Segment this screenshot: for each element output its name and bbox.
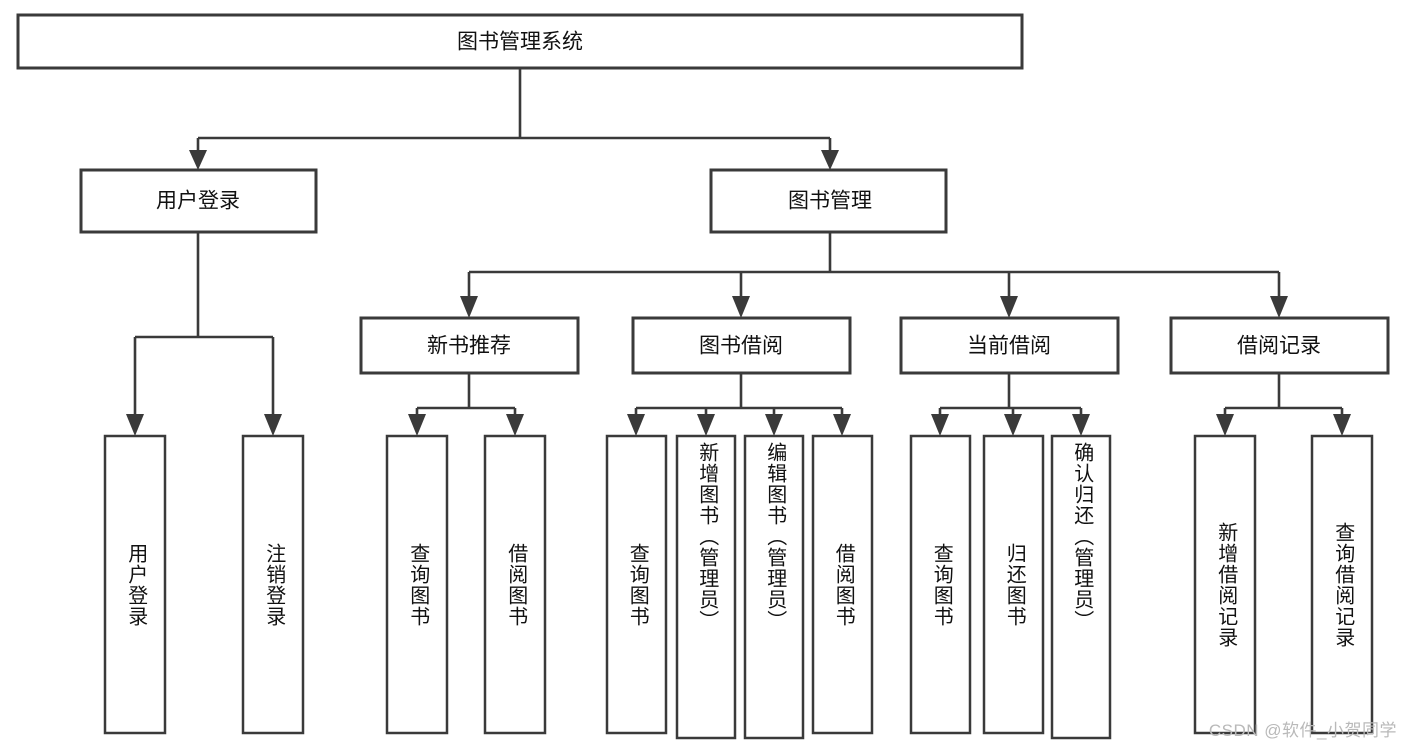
arrowhead-book-management [821, 150, 839, 170]
arrowhead-user-login [189, 150, 207, 170]
node-leaf-add-book-box[interactable] [675, 434, 737, 740]
arrowhead-leaf-query-book-2 [627, 414, 645, 436]
node-leaf-logout-box[interactable] [241, 434, 305, 735]
node-leaf-user-login-box[interactable] [103, 434, 167, 735]
node-book-borrow-box [631, 316, 852, 375]
node-leaf-query-book-3-box[interactable] [909, 434, 972, 735]
node-book-management-box [709, 168, 948, 234]
arrowhead-book-borrow [732, 296, 750, 318]
arrowhead-leaf-query-record [1333, 414, 1351, 436]
node-leaf-edit-book-box[interactable] [743, 434, 805, 740]
arrowhead-leaf-confirm-return [1072, 414, 1090, 436]
node-user-login[interactable]: 用户登录 [79, 168, 318, 234]
node-root-box [16, 13, 1024, 70]
node-leaf-query-record-box[interactable] [1310, 434, 1374, 735]
connectors-book-management-to-level3 [460, 232, 1288, 318]
node-current-borrow-label: 当前借阅 [967, 335, 1051, 358]
connectors-borrow-record-to-leaves [1216, 373, 1351, 436]
node-new-book-recommend-label: 新书推荐 [427, 335, 511, 358]
arrowhead-new-book-recommend [460, 296, 478, 318]
arrowhead-borrow-record [1270, 296, 1288, 318]
node-current-borrow[interactable]: 当前借阅 [899, 316, 1120, 375]
arrowhead-leaf-add-record [1216, 414, 1234, 436]
node-borrow-record-box [1169, 316, 1390, 375]
connectors-root-to-level2 [189, 68, 839, 170]
node-book-management-label: 图书管理 [788, 190, 872, 213]
node-root[interactable]: 图书管理系统 [16, 13, 1024, 70]
connectors-book-borrow-to-leaves [627, 373, 851, 436]
csdn-watermark: CSDN @软件_小贺同学 [1208, 721, 1397, 740]
arrowhead-leaf-edit-book [765, 414, 783, 436]
arrowhead-leaf-add-book [697, 414, 715, 436]
node-leaf-borrow-book-2-box[interactable] [811, 434, 874, 735]
node-new-book-recommend-box [359, 316, 580, 375]
node-book-borrow-label: 图书借阅 [699, 335, 783, 358]
node-leaf-add-record-box[interactable] [1193, 434, 1257, 735]
leaf-boxes [103, 434, 1374, 740]
arrowhead-leaf-query-book-1 [408, 414, 426, 436]
node-new-book-recommend[interactable]: 新书推荐 [359, 316, 580, 375]
arrowhead-leaf-return-book [1004, 414, 1022, 436]
connectors-current-borrow-to-leaves [931, 373, 1090, 436]
node-book-management[interactable]: 图书管理 [709, 168, 948, 234]
arrowhead-leaf-query-book-3 [931, 414, 949, 436]
node-leaf-return-book-box[interactable] [982, 434, 1045, 735]
arrowhead-leaf-user-login [126, 414, 144, 436]
node-root-label: 图书管理系统 [457, 31, 583, 54]
node-leaf-borrow-book-1-box[interactable] [483, 434, 547, 735]
node-user-login-label: 用户登录 [156, 190, 240, 213]
node-borrow-record[interactable]: 借阅记录 [1169, 316, 1390, 375]
node-user-login-box [79, 168, 318, 234]
connectors-new-book-recommend-to-leaves [408, 373, 524, 436]
connectors-user-login-to-leaves [126, 232, 282, 436]
arrowhead-leaf-logout [264, 414, 282, 436]
node-leaf-query-book-1-box[interactable] [385, 434, 449, 735]
node-borrow-record-label: 借阅记录 [1237, 335, 1321, 358]
arrowhead-leaf-borrow-book-2 [833, 414, 851, 436]
arrowhead-current-borrow [1000, 296, 1018, 318]
node-leaf-confirm-return-box[interactable] [1050, 434, 1112, 740]
arrowhead-leaf-borrow-book-1 [506, 414, 524, 436]
node-current-borrow-box [899, 316, 1120, 375]
node-leaf-query-book-2-box[interactable] [605, 434, 668, 735]
node-book-borrow[interactable]: 图书借阅 [631, 316, 852, 375]
